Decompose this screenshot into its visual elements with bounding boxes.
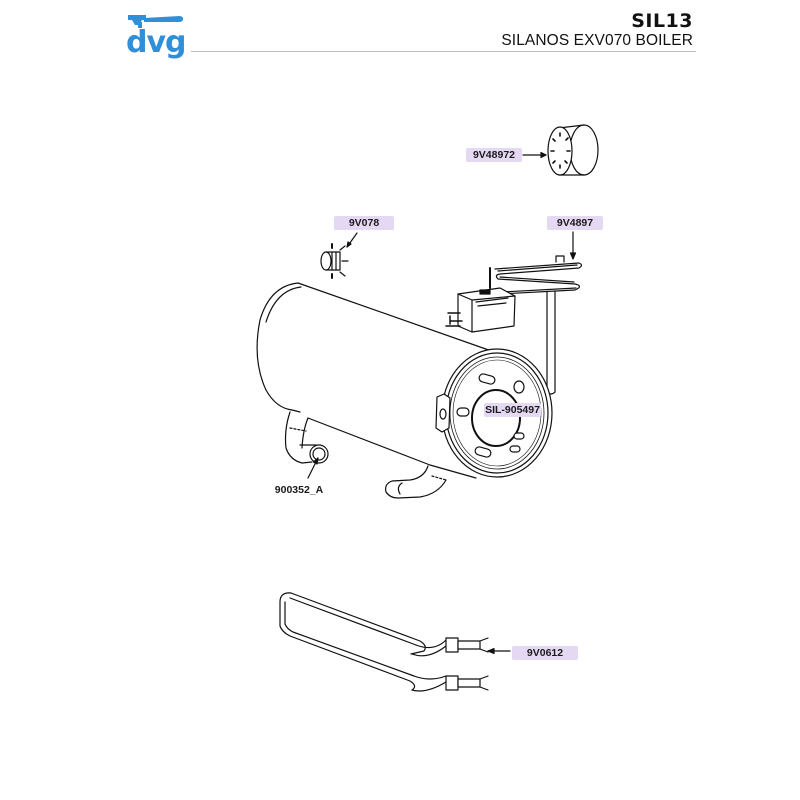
capillary-thermostat-drawing (445, 231, 583, 395)
diagram-title: SILANOS EXV070 BOILER (501, 32, 693, 49)
portafilter-icon (128, 15, 184, 28)
part-label-900352-a[interactable]: 900352_A (274, 484, 324, 496)
part-label-9v48972[interactable]: 9V48972 (466, 148, 522, 162)
part-label-9v4897[interactable]: 9V4897 (547, 216, 603, 230)
part-label-9v0612[interactable]: 9V0612 (512, 646, 578, 660)
control-knob-drawing (522, 124, 599, 176)
safety-thermostat-drawing (320, 232, 358, 279)
part-label-9v078[interactable]: 9V078 (334, 216, 394, 230)
diagram-code: SIL13 (631, 10, 693, 32)
part-label-sil-905497[interactable]: SIL-905497 (484, 403, 541, 417)
heating-element-drawing (279, 592, 511, 692)
header-divider (191, 51, 696, 52)
brand-logo: dvg (126, 25, 187, 60)
